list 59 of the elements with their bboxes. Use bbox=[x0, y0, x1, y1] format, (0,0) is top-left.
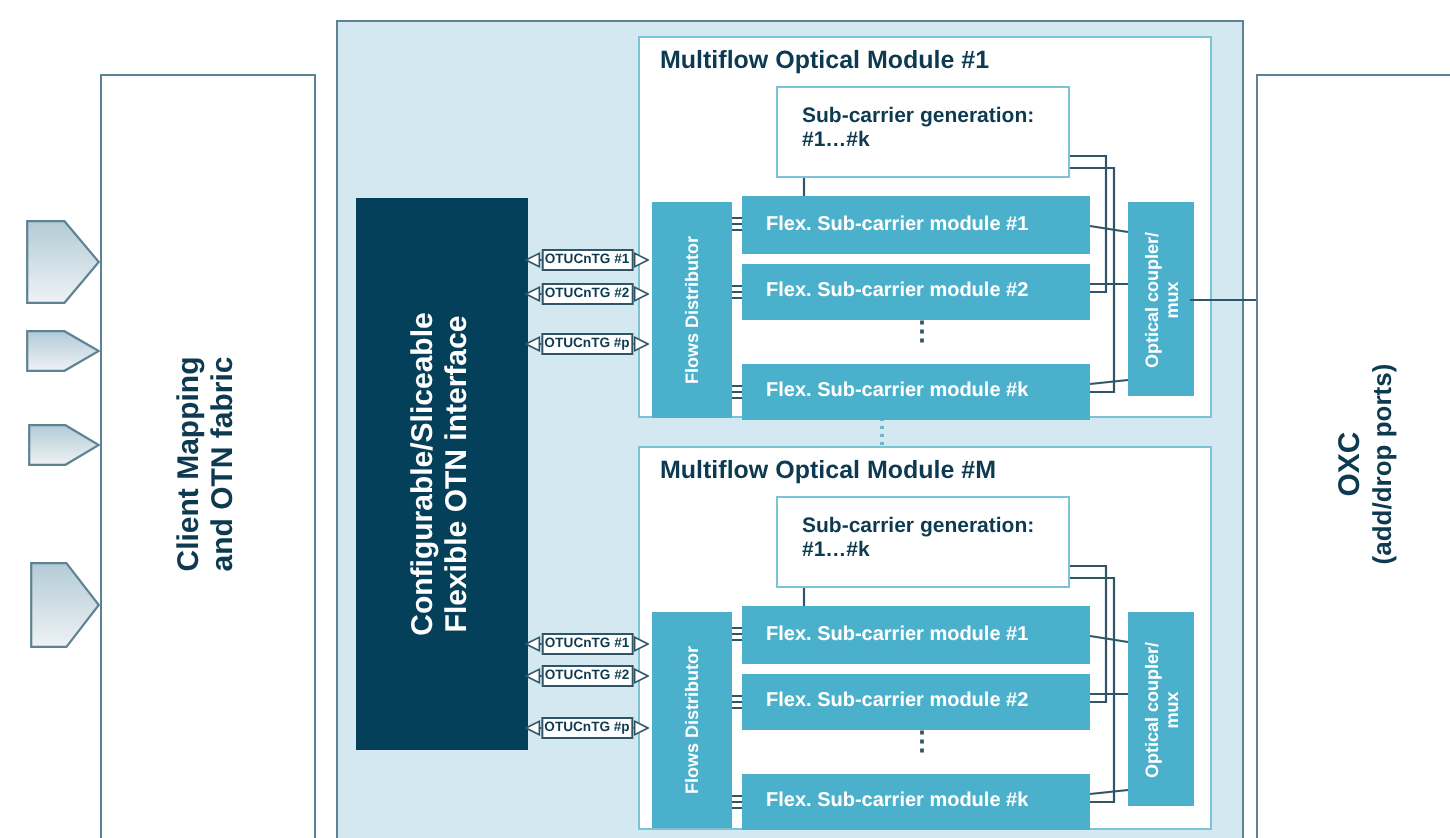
coupler-bar bbox=[1128, 612, 1194, 806]
block-label: (add/drop ports) bbox=[1368, 361, 1398, 569]
module-bar bbox=[742, 364, 1090, 420]
block-label: Flex. Sub-carrier module #k bbox=[764, 380, 1029, 404]
module-title: Multiflow Optical Module #M bbox=[658, 454, 999, 484]
connector-line bbox=[1089, 788, 1129, 796]
connector-line bbox=[1070, 154, 1108, 294]
oxc-block bbox=[1256, 74, 1450, 838]
generator-box bbox=[776, 496, 1070, 588]
ellipsis-mark: ⋮ bbox=[909, 318, 935, 346]
block-label: Optical coupler/ mux bbox=[1140, 229, 1182, 372]
module-bar bbox=[742, 606, 1090, 664]
connector-line bbox=[1090, 282, 1128, 286]
connector-line bbox=[802, 178, 806, 196]
block-label: Optical coupler/ mux bbox=[1140, 639, 1182, 782]
connector-line bbox=[730, 216, 744, 232]
module-bar bbox=[742, 674, 1090, 730]
block-label: Flows Distributor bbox=[681, 644, 703, 798]
module-bar bbox=[742, 264, 1090, 320]
connector-line bbox=[1089, 634, 1129, 644]
block-label: Flex. Sub-carrier module #1 bbox=[764, 623, 1029, 647]
module-bar bbox=[742, 196, 1090, 254]
connector-line bbox=[1090, 692, 1128, 696]
generator-box bbox=[776, 86, 1070, 178]
connector-line bbox=[730, 794, 744, 810]
port-pentagon bbox=[26, 330, 100, 372]
block-label: Flex. Sub-carrier module #2 bbox=[764, 280, 1029, 304]
block-label: Configurable/Sliceable Flexible OTN interface bbox=[408, 310, 476, 640]
connector-line bbox=[802, 588, 806, 606]
distributor-bar bbox=[652, 612, 732, 828]
block-label: OXC bbox=[1334, 429, 1369, 501]
module-panel bbox=[638, 446, 1212, 830]
connector-line bbox=[1070, 166, 1116, 394]
connector-line bbox=[1070, 576, 1116, 804]
connector-line bbox=[730, 694, 744, 710]
connector-line bbox=[1089, 224, 1129, 234]
coupler-bar bbox=[1128, 202, 1194, 396]
line-card-panel bbox=[336, 20, 1244, 838]
module-bar bbox=[742, 774, 1090, 830]
block-label: Client Mapping and OTN fabric bbox=[174, 354, 242, 576]
connector-line bbox=[1070, 564, 1108, 704]
block-label: Sub-carrier generation: #1…#k bbox=[800, 512, 1037, 563]
port-pentagon bbox=[28, 424, 100, 466]
connector-line bbox=[730, 384, 744, 400]
distributor-bar bbox=[652, 202, 732, 418]
block-label: Flex. Sub-carrier module #k bbox=[764, 790, 1029, 814]
block-label: Flex. Sub-carrier module #1 bbox=[764, 213, 1029, 237]
connector-line bbox=[1190, 298, 1256, 302]
module-panel bbox=[638, 36, 1212, 418]
connector-line bbox=[730, 284, 744, 300]
block-label: Flows Distributor bbox=[681, 234, 703, 388]
fabric-block bbox=[100, 74, 316, 838]
interface-block bbox=[356, 198, 528, 750]
ellipsis-mark: ⋮ bbox=[909, 728, 935, 756]
block-label: Sub-carrier generation: #1…#k bbox=[800, 102, 1037, 153]
module-title: Multiflow Optical Module #1 bbox=[658, 44, 992, 74]
block-label: Flex. Sub-carrier module #2 bbox=[764, 690, 1029, 714]
connector-line bbox=[730, 626, 744, 642]
connector-line bbox=[1089, 378, 1129, 386]
